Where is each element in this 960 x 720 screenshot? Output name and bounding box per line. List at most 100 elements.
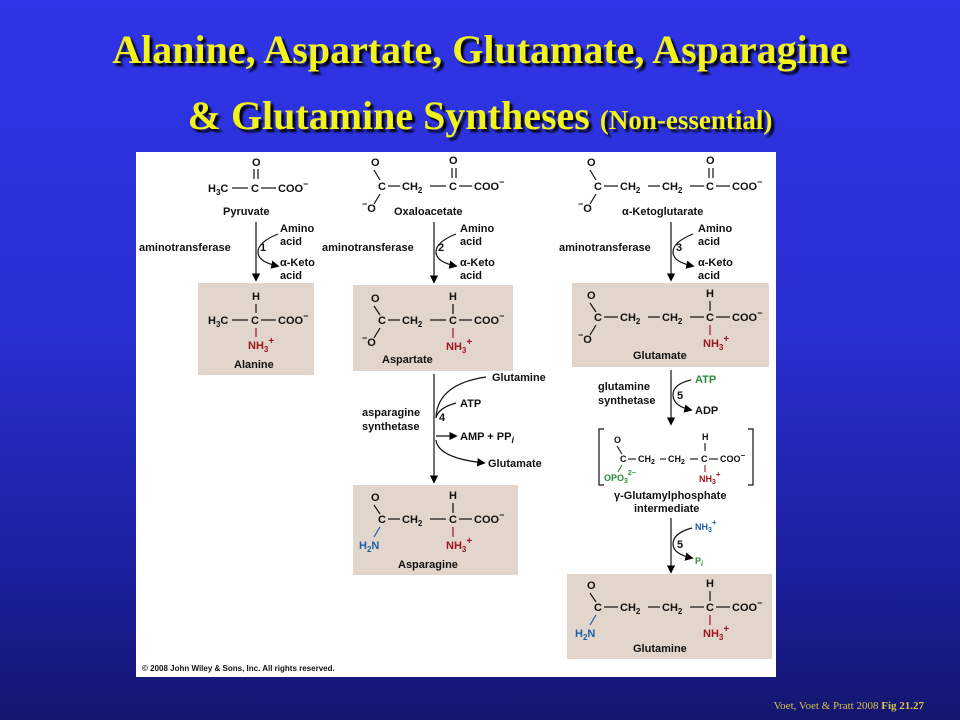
reagent-amino-2: Amino xyxy=(460,223,495,235)
reagent-acid-1b: acid xyxy=(280,270,302,282)
ammonium: NH3+ xyxy=(703,334,729,352)
atom-c: C xyxy=(594,602,602,614)
reaction-3: aminotransferase 3 Amino acid α-Keto aci… xyxy=(559,222,733,282)
ch2-b: CH2 xyxy=(668,454,685,466)
reagent-acid-3b: acid xyxy=(698,270,720,282)
ch2: CH2 xyxy=(402,315,423,329)
copyright-notice: © 2008 John Wiley & Sons, Inc. All right… xyxy=(142,664,335,673)
atom-o: O xyxy=(614,435,621,445)
ch2-a: CH2 xyxy=(620,602,641,616)
enzyme-glutamine-2: synthetase xyxy=(598,395,655,407)
reaction-5b: NH3+ Pi 5 xyxy=(666,518,717,574)
atom-o: O xyxy=(706,155,715,167)
atom-c: C xyxy=(449,315,457,327)
atom-h: H xyxy=(252,291,260,303)
atom-o: O xyxy=(587,580,596,592)
label-alanine: Alanine xyxy=(234,359,274,371)
atom-c: C xyxy=(449,181,457,193)
oxide: −O xyxy=(578,330,592,346)
glutamate-box: O H C CH2 CH2 C COO− −O NH3+ Glutamate xyxy=(572,283,769,367)
atom-c: C xyxy=(251,315,259,327)
atom-c: C xyxy=(378,315,386,327)
pathway-diagram: O H3C C COO− Pyruvate aminotransferase 1… xyxy=(139,155,772,673)
atom-c: C xyxy=(706,312,714,324)
atom-c: C xyxy=(251,183,259,195)
citation-figure: Fig 21.27 xyxy=(881,700,924,712)
atom-h: H xyxy=(706,288,714,300)
citation-authors: Voet, Voet & Pratt 2008 xyxy=(773,700,882,712)
step-4: 4 xyxy=(439,412,446,424)
enzyme-glutamine-1: glutamine xyxy=(598,381,650,393)
atom-c: C xyxy=(378,181,386,193)
reagent-atp-5: ATP xyxy=(695,374,716,386)
glutamine-box: O H C CH2 CH2 C COO− H2N NH3+ Glutamine xyxy=(567,574,772,659)
ammonium: NH3+ xyxy=(446,337,472,355)
carboxylate: COO− xyxy=(720,451,746,464)
atom-c: C xyxy=(620,454,627,464)
slide-title-line2: & Glutamine Syntheses (Non-essential) xyxy=(0,92,960,139)
atom-c: C xyxy=(706,181,714,193)
atom-o: O xyxy=(371,293,380,305)
reagent-amino-1: Amino xyxy=(280,223,315,235)
step-5a: 5 xyxy=(677,390,683,402)
step-1: 1 xyxy=(260,242,266,254)
label-glutamate: Glutamate xyxy=(633,350,687,362)
label-pyruvate: Pyruvate xyxy=(223,206,269,218)
atom-c: C xyxy=(701,454,708,464)
ammonium: NH3+ xyxy=(699,470,721,486)
ammonium: NH3+ xyxy=(248,336,274,354)
atom-h3c: H3C xyxy=(208,315,228,329)
reagent-amino-3: Amino xyxy=(698,223,733,235)
atom-c: C xyxy=(594,312,602,324)
phosphate: OPO32− xyxy=(604,470,636,485)
ch2: CH2 xyxy=(402,514,423,528)
atom-c: C xyxy=(594,181,602,193)
title-qualifier: (Non-essential) xyxy=(599,105,773,135)
carboxylate: COO− xyxy=(278,179,308,195)
reagent-acid-2b: acid xyxy=(460,270,482,282)
atom-c: C xyxy=(449,514,457,526)
label-ketoglutarate: α-Ketoglutarate xyxy=(622,206,703,218)
label-glutamine: Glutamine xyxy=(633,643,687,655)
reagent-acid-1: acid xyxy=(280,236,302,248)
atom-o: O xyxy=(371,492,380,504)
reagent-nh4: NH3+ xyxy=(695,518,717,534)
atom-h: H xyxy=(449,291,457,303)
reagent-keto-2: α-Keto xyxy=(460,257,495,269)
label-intermediate-1: γ-Glutamylphosphate xyxy=(614,490,726,502)
glutamylphosphate-intermediate: O H C CH2 CH2 C COO− OPO32− NH3+ xyxy=(598,428,754,486)
atom-o: O xyxy=(449,155,458,167)
asparagine-box: O H C CH2 C COO− H2N NH3+ Asparagine xyxy=(353,485,518,575)
enzyme-aminotransferase-3: aminotransferase xyxy=(559,242,651,254)
reagent-acid-3: acid xyxy=(698,236,720,248)
oxide: −O xyxy=(362,199,376,215)
reagent-pi: Pi xyxy=(695,556,704,568)
reaction-4: Glutamine ATP 4 asparagine synthetase AM… xyxy=(362,372,546,484)
reaction-5a: ATP ADP 5 glutamine synthetase xyxy=(598,370,718,426)
ch2-b: CH2 xyxy=(662,602,683,616)
carboxylate: COO− xyxy=(732,177,762,193)
reaction-2: aminotransferase 2 Amino acid α-Keto aci… xyxy=(322,222,495,284)
ammonium: NH3+ xyxy=(446,536,472,554)
enzyme-asparagine-1: asparagine xyxy=(362,407,420,419)
pyruvate-structure: O H3C C COO− Pyruvate xyxy=(208,157,308,218)
ch2-a: CH2 xyxy=(620,181,641,195)
carboxylate: COO− xyxy=(474,510,504,526)
oxide: −O xyxy=(362,333,376,349)
ch2-a: CH2 xyxy=(638,454,655,466)
ammonium: NH3+ xyxy=(703,624,729,642)
carboxylate: COO− xyxy=(474,177,504,193)
carboxylate: COO− xyxy=(278,311,308,327)
atom-o: O xyxy=(371,157,380,169)
carboxylate: COO− xyxy=(732,598,762,614)
pathway-figure: O H3C C COO− Pyruvate aminotransferase 1… xyxy=(136,152,776,677)
atom-h: H xyxy=(706,578,714,590)
label-oxaloacetate: Oxaloacetate xyxy=(394,206,462,218)
aspartate-box: O H C CH2 C COO− −O NH3+ Aspartate xyxy=(353,285,513,371)
ketoglutarate-structure: O O C CH2 CH2 C COO− −O α-Ketoglutarate xyxy=(578,155,762,218)
atom-o: O xyxy=(252,157,261,169)
atom-h: H xyxy=(702,432,709,442)
enzyme-aminotransferase-2: aminotransferase xyxy=(322,242,414,254)
step-2: 2 xyxy=(438,242,444,254)
reagent-glutamate-out: Glutamate xyxy=(488,458,542,470)
